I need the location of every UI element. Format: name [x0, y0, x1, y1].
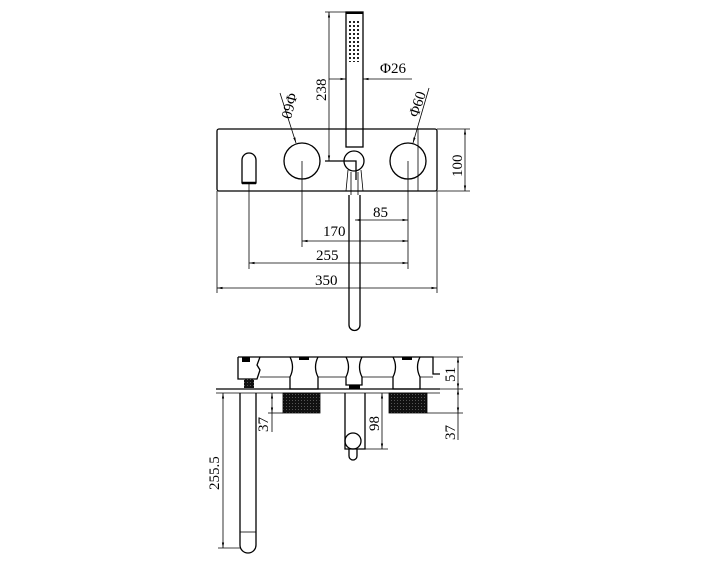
dim-left-handle-diameter: Φ60: [277, 91, 299, 120]
dim-body-depth: 51: [443, 367, 459, 382]
shower-holder: [344, 393, 366, 450]
dim-left-thread-depth: 37: [256, 417, 272, 433]
dim-spout-to-right-handle: 255: [316, 248, 339, 264]
dim-center-to-right-handle: 85: [373, 205, 388, 221]
dim-plate-height: 100: [450, 155, 466, 178]
dim-right-thread-depth: 37: [443, 425, 459, 441]
dim-spout-drop: 255.5: [207, 456, 223, 490]
dim-handshower-length: 238: [314, 79, 330, 102]
wall-plate: [216, 128, 438, 192]
front-view: 238 Φ26 Φ60 Φ60 100 85 170 255 350: [216, 11, 470, 332]
dim-plate-width: 350: [315, 273, 338, 289]
right-thread: [388, 392, 428, 414]
spout-tube: [239, 393, 257, 554]
dim-left-to-right-handle: 170: [323, 224, 346, 240]
side-view: 51 37 37 98 255.5: [207, 356, 463, 554]
dim-right-handle-diameter: Φ60: [407, 90, 430, 120]
dim-handshower-diameter: Φ26: [380, 61, 406, 77]
left-thread: [282, 392, 321, 414]
spout-outlet: [241, 152, 257, 185]
dim-holder-projection: 98: [367, 416, 383, 431]
